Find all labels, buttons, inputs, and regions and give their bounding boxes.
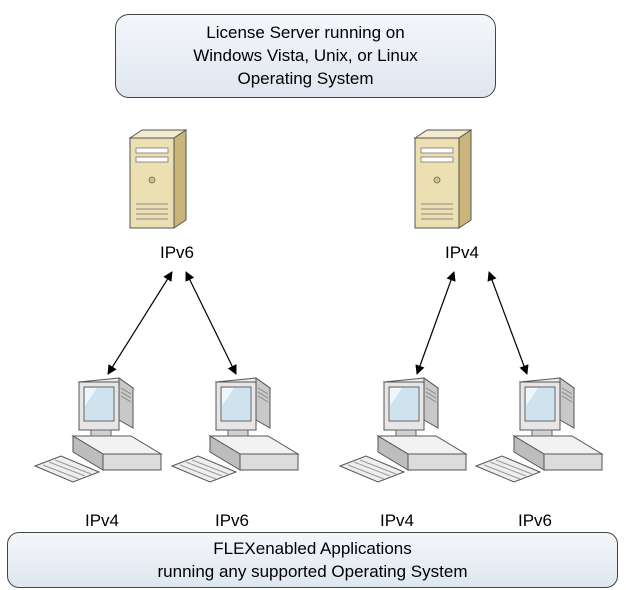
flexenabled-applications-box: FLEXenabled Applications running any sup…	[7, 532, 618, 588]
server-tower-icon	[413, 129, 473, 229]
arrow-server1-client2	[185, 271, 237, 375]
arrow-server2-client4	[487, 271, 529, 375]
desktop-computer-icon	[474, 377, 604, 483]
license-server-box: License Server running on Windows Vista,…	[115, 14, 496, 98]
client-label-1: IPv4	[84, 511, 120, 530]
arrow-server1-client1	[107, 271, 173, 375]
arrow-server2-client3	[415, 271, 456, 375]
bottom-box-line-1: FLEXenabled Applications	[213, 539, 412, 558]
client-label-2: IPv6	[214, 511, 250, 530]
client-label-4: IPv6	[517, 511, 553, 530]
desktop-computer-icon	[33, 377, 163, 483]
desktop-computer-icon	[170, 377, 300, 483]
top-box-line-2: Windows Vista, Unix, or Linux	[193, 46, 418, 65]
top-box-line-3: Operating System	[237, 69, 374, 88]
server-label-1: IPv6	[159, 243, 195, 262]
top-box-line-1: License Server running on	[206, 23, 405, 42]
server-tower-icon	[128, 129, 188, 229]
bottom-box-line-2: running any supported Operating System	[157, 562, 468, 581]
server-label-2: IPv4	[444, 243, 480, 262]
desktop-computer-icon	[338, 377, 468, 483]
client-label-3: IPv4	[379, 511, 415, 530]
